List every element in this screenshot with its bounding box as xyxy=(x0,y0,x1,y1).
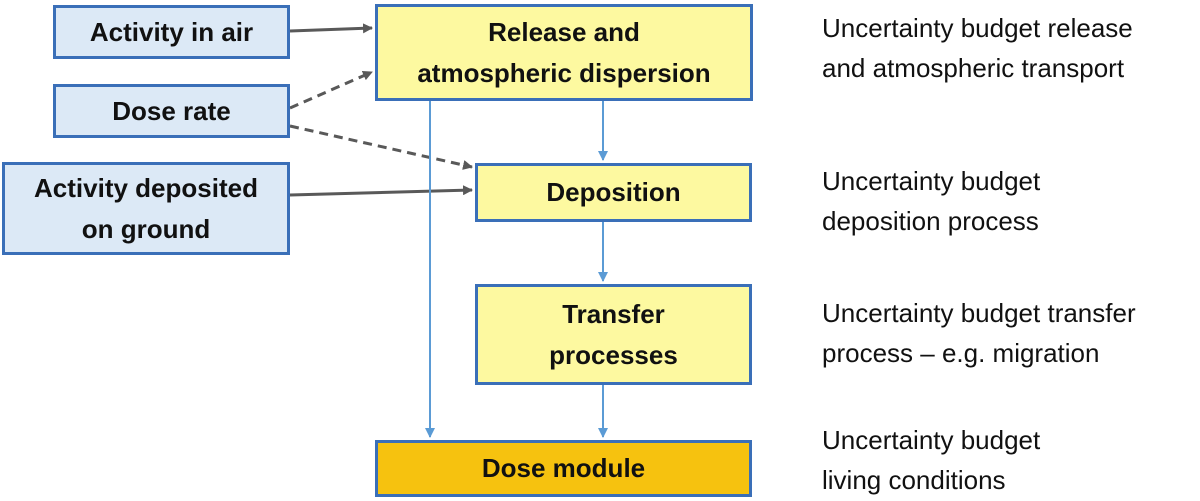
activity-deposited-box: Activity deposited on ground xyxy=(2,162,290,255)
transfer-processes-box: Transfer processes xyxy=(475,284,752,385)
budget-release-line1: Uncertainty budget release xyxy=(822,13,1133,43)
budget-transfer-line1: Uncertainty budget transfer xyxy=(822,298,1136,328)
activity-deposited-label-line2: on ground xyxy=(81,213,211,244)
arrow-air-to-release xyxy=(289,23,373,34)
budget-deposition-line1: Uncertainty budget xyxy=(822,166,1041,196)
budget-release-text: Uncertainty budget release and atmospher… xyxy=(822,8,1133,89)
deposition-label: Deposition xyxy=(546,177,681,208)
budget-transfer-text: Uncertainty budget transfer process – e.… xyxy=(822,293,1136,374)
dose-module-label: Dose module xyxy=(481,453,646,484)
arrow-doserate-to-deposition xyxy=(289,124,473,170)
deposition-box: Deposition xyxy=(475,163,752,222)
budget-release-line2: and atmospheric transport xyxy=(822,53,1125,84)
activity-deposited-label-line1: Activity deposited xyxy=(34,173,258,204)
activity-in-air-label: Activity in air xyxy=(89,16,254,47)
dose-rate-box: Dose rate xyxy=(53,84,290,138)
arrow-doserate-to-release xyxy=(289,70,373,110)
release-dispersion-box: Release and atmospheric dispersion xyxy=(375,4,753,101)
transfer-label-line2: processes xyxy=(549,339,678,370)
transfer-label-line1: Transfer xyxy=(562,299,665,330)
budget-deposition-line2: deposition process xyxy=(822,206,1039,237)
budget-transfer-line2: process – e.g. migration xyxy=(822,338,1100,369)
budget-dose-line2: living conditions xyxy=(822,465,1006,496)
budget-dose-text: Uncertainty budget living conditions xyxy=(822,420,1040,501)
budget-deposition-text: Uncertainty budget deposition process xyxy=(822,161,1040,242)
release-label-line1: Release and xyxy=(488,17,640,48)
dose-rate-label: Dose rate xyxy=(112,95,231,126)
dose-module-box: Dose module xyxy=(375,440,752,497)
budget-dose-line1: Uncertainty budget xyxy=(822,425,1041,455)
activity-in-air-box: Activity in air xyxy=(53,5,290,59)
release-label-line2: atmospheric dispersion xyxy=(417,57,711,88)
arrow-ground-to-deposition xyxy=(289,185,473,197)
